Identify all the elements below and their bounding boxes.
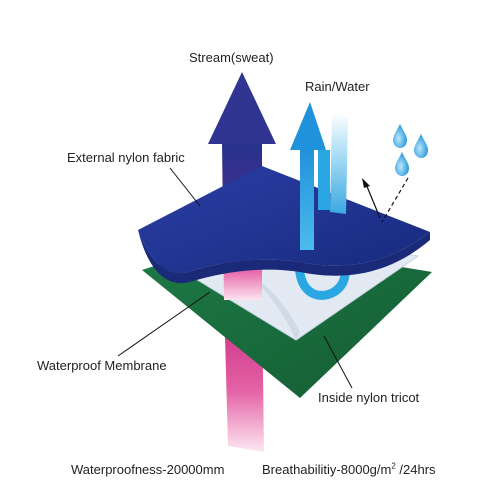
external-leader-line [169, 167, 201, 207]
external-fabric-label: External nylon fabric [67, 150, 185, 165]
waterproofness-spec: Waterproofness-20000mm [71, 462, 225, 477]
rain-arrow-body [300, 142, 314, 250]
breathability-suffix: /24hrs [395, 462, 436, 477]
rain-arrow-secondary [330, 112, 348, 214]
drop-dash-line [381, 177, 409, 223]
stream-label: Stream(sweat) [189, 50, 274, 65]
external-fabric-layer [138, 166, 430, 274]
breathability-exponent: 2 [391, 461, 396, 471]
membrane-leader-line [117, 291, 211, 357]
drop-dash-arrow [365, 183, 381, 219]
water-drop-icon [395, 152, 409, 176]
membrane-label: Waterproof Membrane [37, 358, 167, 373]
membrane-curl [168, 258, 300, 340]
rain-arrow-head [290, 102, 326, 150]
rain-arrow-shaft-right [318, 150, 330, 210]
rain-label: Rain/Water [305, 79, 370, 94]
drop-dash-arrowhead [362, 178, 370, 188]
water-drop-icon [414, 134, 428, 158]
breathability-prefix: Breathabilitiy-8000g/m [262, 462, 392, 477]
water-drop-icon [393, 124, 407, 148]
tricot-leader-line [323, 335, 353, 389]
stream-arrow-head [208, 72, 276, 144]
breathability-spec: Breathabilitiy-8000g/m2 /24hrs [262, 462, 436, 478]
tricot-label: Inside nylon tricot [318, 390, 420, 405]
external-fabric-curl [138, 230, 430, 284]
